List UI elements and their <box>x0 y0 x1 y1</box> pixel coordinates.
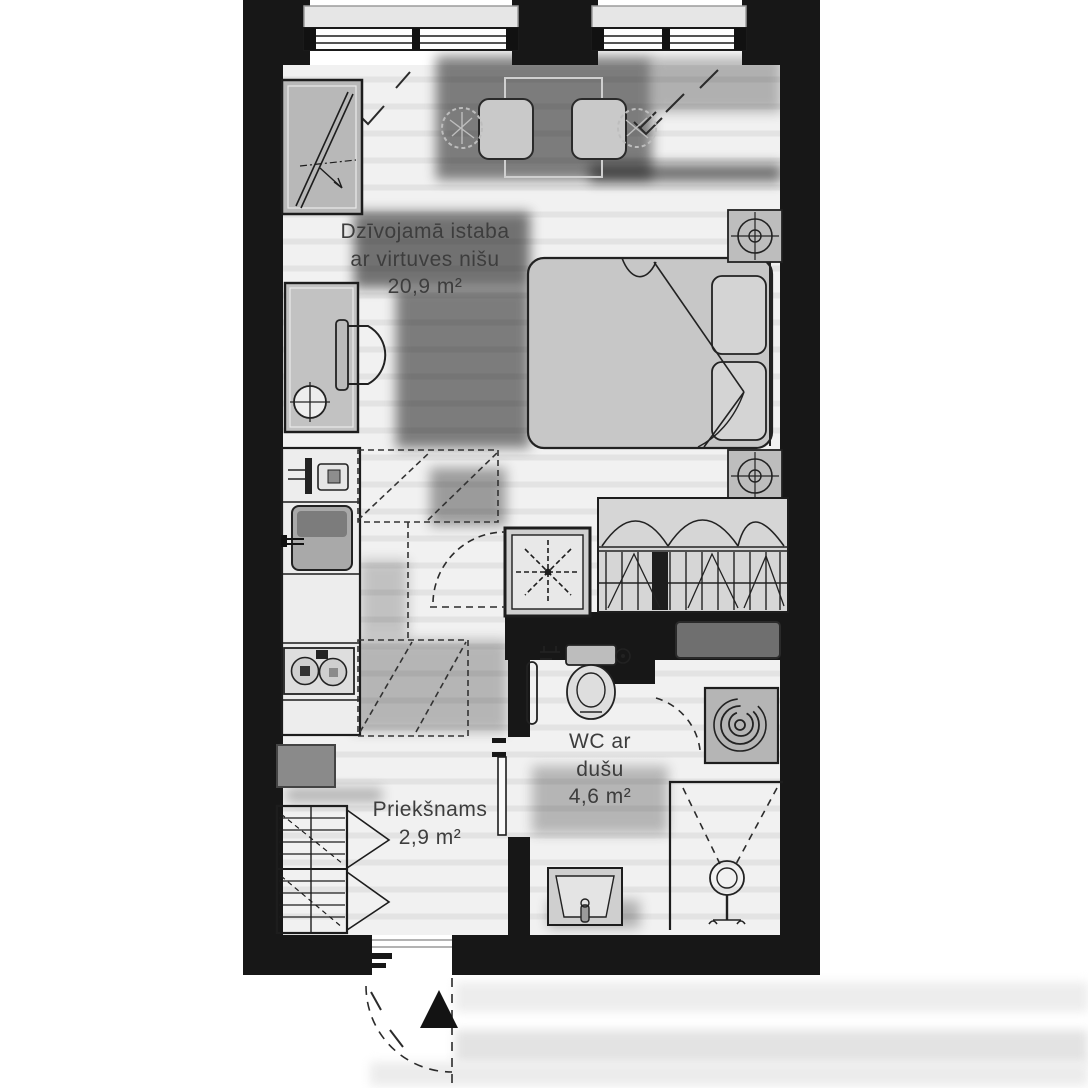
bed-group <box>526 256 774 450</box>
room-name-line: Dzīvojamā istaba <box>340 220 510 243</box>
floor-shadow <box>354 212 530 288</box>
washing-machine <box>703 686 780 765</box>
open-wardrobe-hangers <box>597 497 789 613</box>
washbasin <box>547 867 623 926</box>
floor-drain <box>615 648 631 664</box>
cooktop <box>283 647 355 695</box>
dining-table-group <box>441 77 657 178</box>
label-living-room: Dzīvojamā istaba ar virtuves nišu 20,9 m… <box>300 218 550 301</box>
floor-shadow <box>396 288 530 448</box>
shelving-unit <box>275 804 391 935</box>
towel-rail <box>526 661 538 725</box>
shower-head <box>709 860 745 896</box>
entrance-door <box>365 939 458 1086</box>
double-bed <box>526 256 774 450</box>
chair <box>571 98 627 160</box>
kitchen-appliance <box>288 458 349 494</box>
room-name-line: dušu <box>576 757 624 781</box>
room-area: 20,9 m² <box>387 275 463 299</box>
chair <box>478 98 534 160</box>
living-hall-door-swing <box>430 531 506 608</box>
room-area: 4,6 m² <box>568 785 632 809</box>
room-name-line: WC ar <box>569 730 631 753</box>
wall-niche-shelf <box>675 621 781 659</box>
door-swing-arc <box>365 985 453 1073</box>
toilet <box>565 644 617 720</box>
floor-shadow <box>652 56 782 112</box>
desk-chair <box>335 319 349 391</box>
shadow-band <box>455 982 1088 1012</box>
window-1 <box>303 5 519 51</box>
floor-shadow <box>430 468 506 526</box>
shadow-band <box>455 1030 1088 1064</box>
sliding-wardrobe <box>280 78 364 216</box>
nightstand-lamp-top <box>727 209 783 263</box>
label-hallway: Priekšnams 2,9 m² <box>330 796 530 851</box>
blanket-fold <box>621 257 745 448</box>
wc-door <box>497 756 507 836</box>
room-name-line: ar virtuves nišu <box>350 247 500 271</box>
plant <box>441 107 483 149</box>
floor-shadow <box>532 766 668 834</box>
floor-shadow <box>352 640 508 732</box>
walls <box>243 0 820 975</box>
upper-cabinets-dashed <box>357 449 499 737</box>
shower <box>668 780 783 930</box>
room-name-line: Priekšnams <box>372 798 488 821</box>
desk-group <box>283 281 387 434</box>
shadow-band <box>370 1062 1088 1086</box>
toilet-paper-holder <box>540 646 560 660</box>
floor-shadow <box>360 560 408 638</box>
sink <box>281 505 353 571</box>
utility-box <box>276 744 336 788</box>
floor-shadow <box>590 164 782 182</box>
ventilation-shaft <box>503 526 592 618</box>
nightstand-lamp-bottom <box>727 449 783 503</box>
entrance-marker <box>420 990 458 1028</box>
wc-inner-swing-arc <box>655 697 701 751</box>
floor-shadow <box>286 788 382 802</box>
window-2 <box>591 5 747 51</box>
label-wc: WC ar dušu 4,6 m² <box>540 728 660 811</box>
pillow <box>711 361 767 441</box>
plant <box>617 108 657 148</box>
room-area: 2,9 m² <box>398 825 462 849</box>
pillow <box>711 275 767 355</box>
